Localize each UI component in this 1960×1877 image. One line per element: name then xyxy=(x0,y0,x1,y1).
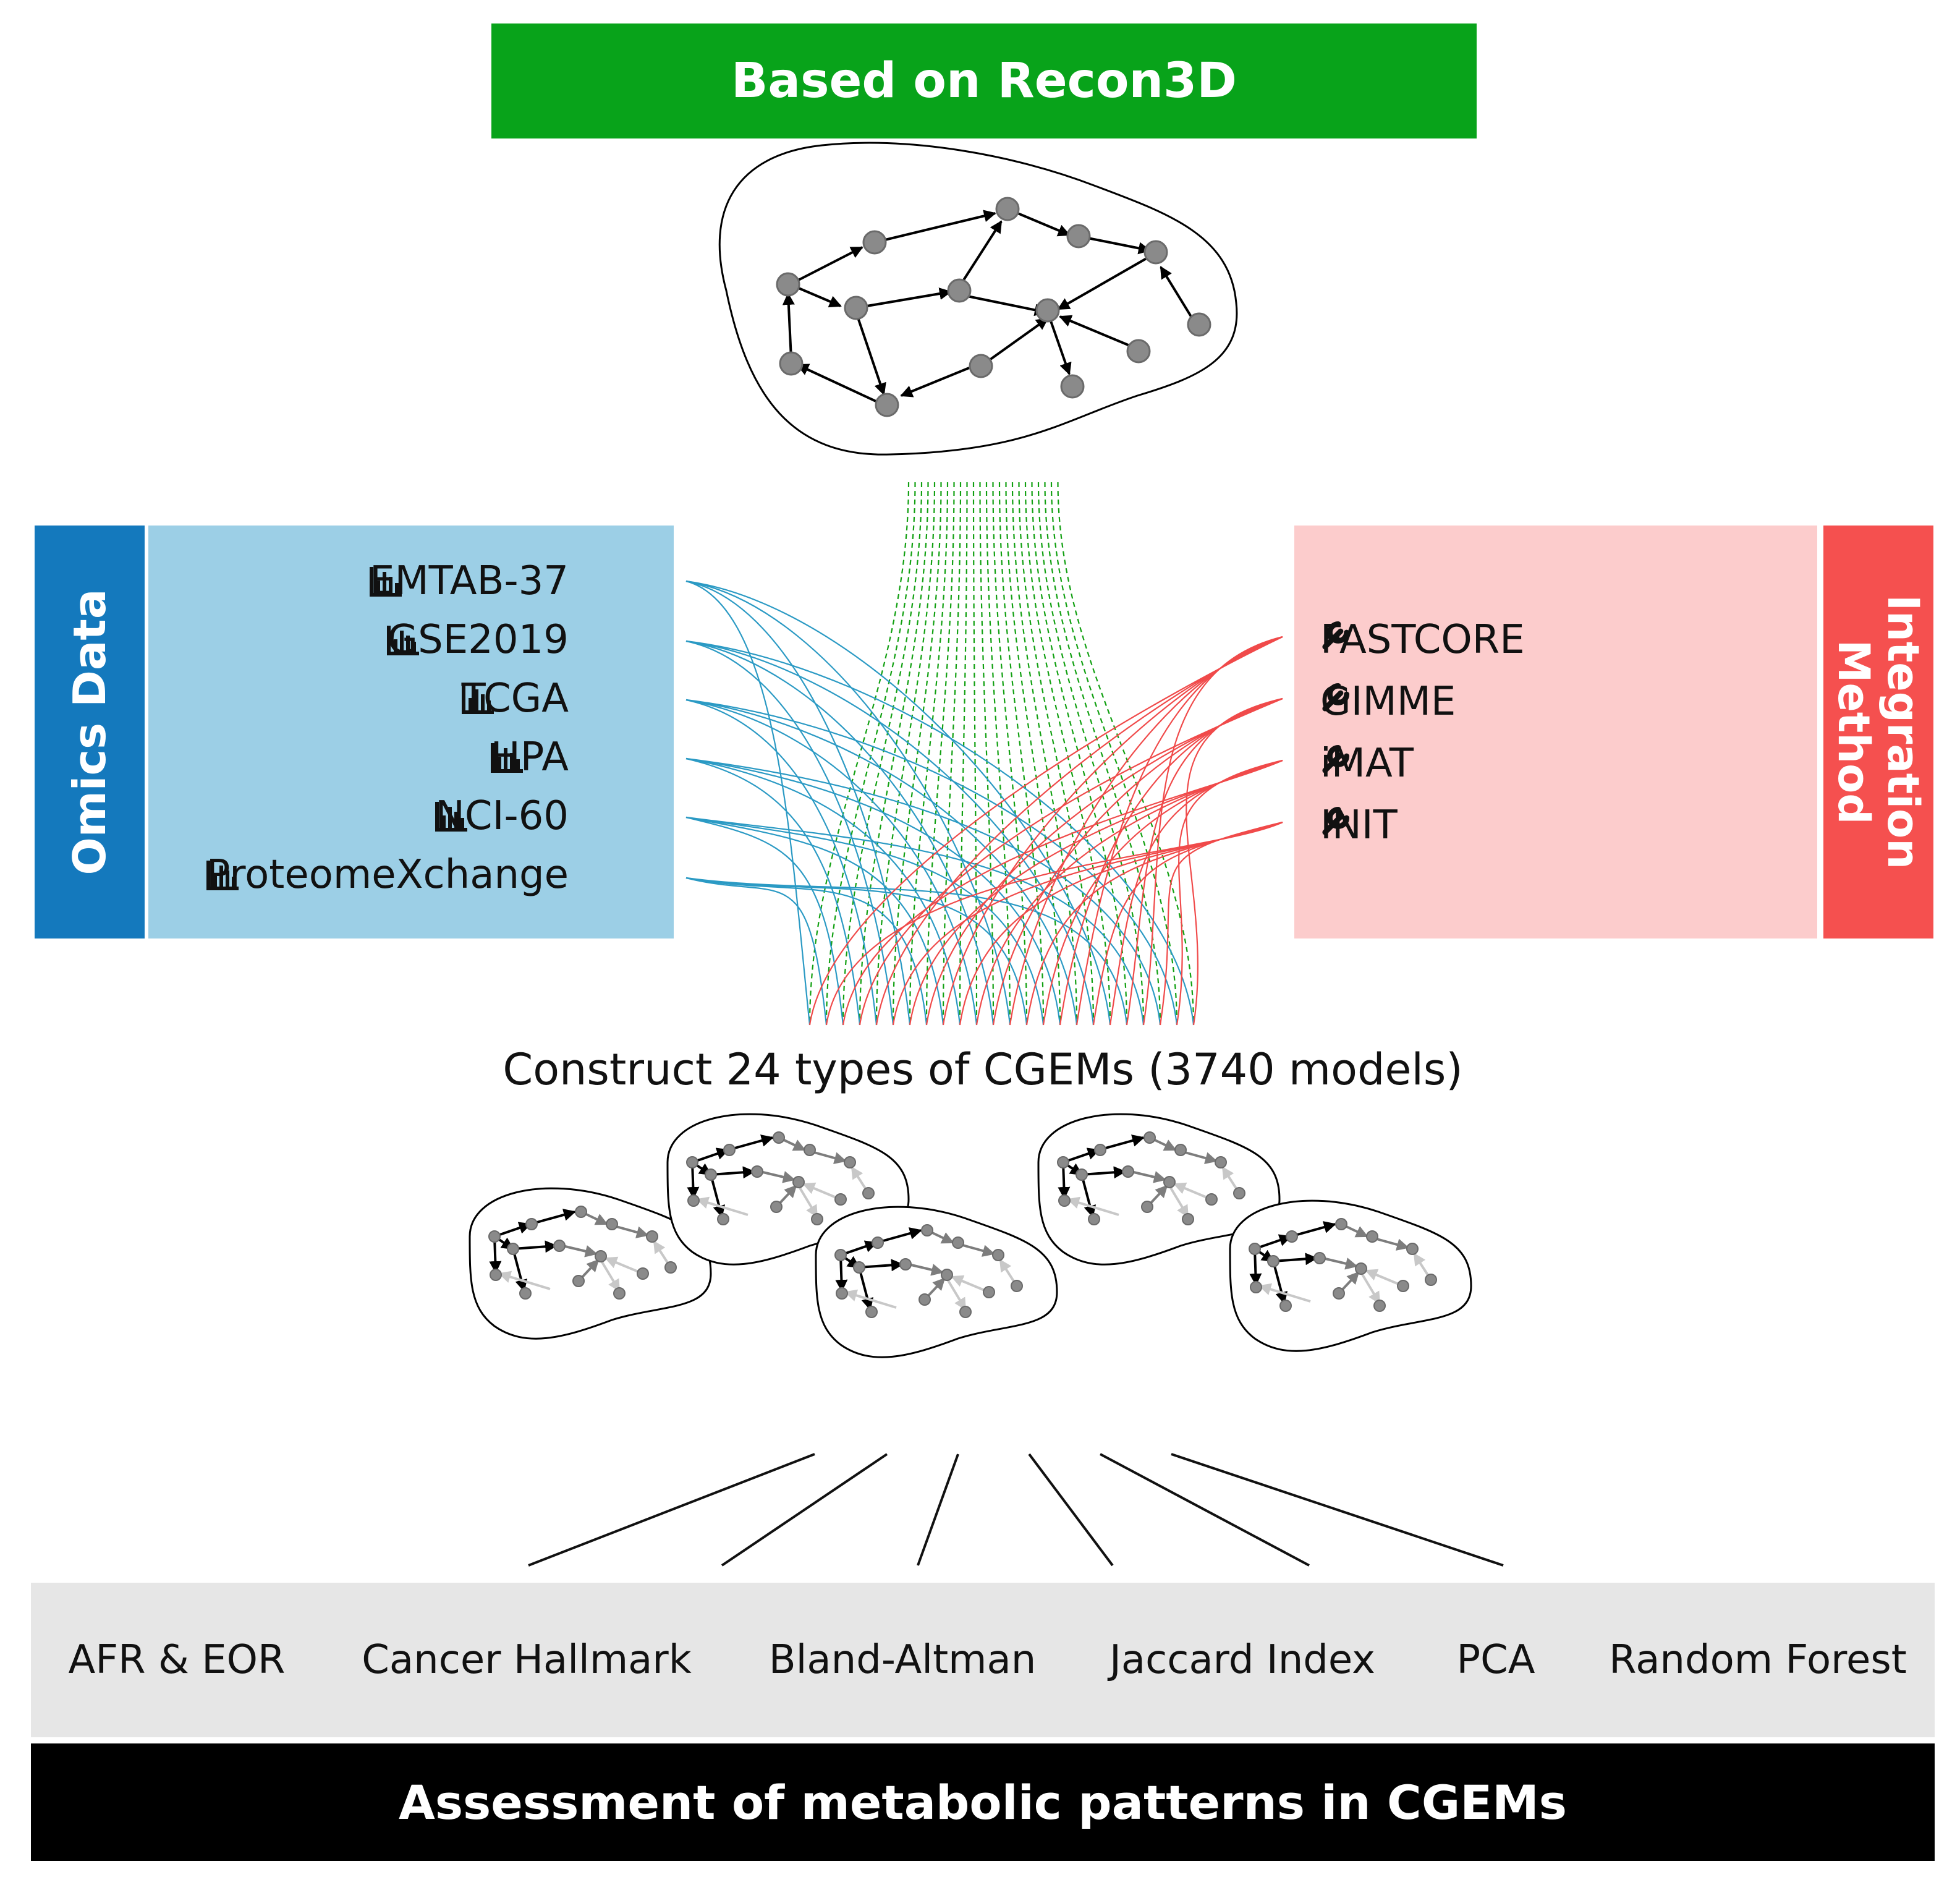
method-jaccard-index: Jaccard Index xyxy=(1109,1637,1376,1683)
omics-connection-lines xyxy=(685,580,1195,1026)
connection-line xyxy=(685,699,1078,1026)
integration-item-label: FASTCORE xyxy=(1320,617,1525,663)
integration-item-fastcore: FASTCORE xyxy=(1320,612,1525,668)
omics-item-emtab: EMTAB-37 xyxy=(370,553,569,609)
integration-item-gimme: GIMME xyxy=(1320,674,1456,730)
omics-data-panel: EMTAB-37 GSE2019 TCGA HPA NCI-60 Proteom… xyxy=(148,526,674,938)
integration-method-panel: FASTCORE GIMME iMAT INIT xyxy=(1294,526,1817,938)
bar-chart-icon xyxy=(206,861,239,890)
connection-line xyxy=(685,580,911,1026)
integration-item-imat: iMAT xyxy=(1320,736,1414,791)
recon3d-network xyxy=(718,142,1238,456)
connection-line xyxy=(685,816,944,1026)
connection-line xyxy=(1057,482,1195,1026)
connection-line xyxy=(1024,482,1111,1026)
omics-data-side-label-box: Omics Data xyxy=(35,526,145,938)
connection-line xyxy=(685,816,1145,1026)
cgem-model-networks xyxy=(470,1114,1471,1357)
connection-line xyxy=(685,580,1111,1026)
connection-line xyxy=(808,482,910,1026)
method-cancer-hallmark: Cancer Hallmark xyxy=(362,1637,692,1683)
cgem-model-network xyxy=(1230,1201,1471,1351)
omics-item-gse2019: GSE2019 xyxy=(387,612,569,668)
connection-line xyxy=(985,482,1011,1026)
method-bland-altman: Bland-Altman xyxy=(768,1637,1037,1683)
omics-item-proteomexchange: ProteomeXchange xyxy=(206,847,569,903)
connection-line xyxy=(685,640,1095,1026)
assessment-footer-label: Assessment of metabolic patterns in CGEM… xyxy=(399,1774,1567,1830)
bar-chart-icon xyxy=(435,802,468,832)
connection-line xyxy=(685,640,894,1026)
method-random-forest: Random Forest xyxy=(1609,1637,1907,1683)
connection-line xyxy=(1044,482,1161,1026)
connection-line xyxy=(685,757,1161,1026)
connection-line xyxy=(685,877,1028,1026)
connection-line xyxy=(1050,482,1178,1026)
construct-cgems-label: Construct 24 types of CGEMs (3740 models… xyxy=(503,1044,1463,1095)
bar-chart-icon xyxy=(370,567,402,597)
recon3d-banner-label: Based on Recon3D xyxy=(731,53,1237,109)
connection-line xyxy=(1159,821,1283,1026)
assessment-fan-lines xyxy=(528,1453,1504,1567)
assessment-footer: Assessment of metabolic patterns in CGEM… xyxy=(31,1743,1935,1861)
connection-line xyxy=(1037,482,1145,1026)
method-pca: PCA xyxy=(1456,1637,1535,1683)
recon3d-banner: Based on Recon3D xyxy=(491,23,1477,138)
connection-line xyxy=(685,580,1011,1026)
connection-line xyxy=(1176,759,1283,1026)
wrench-icon xyxy=(1322,807,1349,835)
connection-line xyxy=(685,757,861,1026)
connection-line xyxy=(1142,636,1283,1026)
connection-line xyxy=(959,482,968,1026)
omics-item-hpa: HPA xyxy=(490,730,569,785)
connection-line xyxy=(925,482,955,1026)
integration-method-side-label-box: Integration Method xyxy=(1823,526,1933,938)
connection-line xyxy=(1186,697,1283,1026)
connection-line xyxy=(685,640,1195,1026)
omics-item-label: EMTAB-37 xyxy=(370,558,569,604)
connection-line xyxy=(1109,759,1283,1026)
assessment-methods-bar: AFR & EOR Cancer Hallmark Bland-Altman J… xyxy=(31,1583,1935,1737)
integration-item-init: INIT xyxy=(1320,798,1398,853)
connection-line xyxy=(685,699,1178,1026)
connection-line xyxy=(842,759,1283,1026)
connection-line xyxy=(685,580,811,1026)
connection-line xyxy=(859,697,1283,1026)
connection-line xyxy=(685,699,978,1026)
omics-item-nci60: NCI-60 xyxy=(435,788,569,844)
cgem-model-network xyxy=(816,1207,1057,1357)
connection-line xyxy=(685,757,961,1026)
bar-chart-icon xyxy=(387,626,420,655)
wrench-icon xyxy=(1322,621,1349,650)
wrench-icon xyxy=(1322,745,1349,773)
bar-chart-icon xyxy=(461,684,494,714)
connection-line xyxy=(685,699,878,1026)
connection-line xyxy=(685,877,928,1026)
connection-line xyxy=(1031,482,1128,1026)
bar-chart-icon xyxy=(490,743,523,773)
omics-item-tcga: TCGA xyxy=(461,671,569,726)
connection-line xyxy=(685,816,1045,1026)
connection-line xyxy=(992,482,1028,1026)
connection-line xyxy=(685,640,995,1026)
integration-connection-lines xyxy=(808,636,1283,1026)
connection-line xyxy=(1009,636,1283,1026)
connection-line xyxy=(979,482,995,1026)
omics-item-label: ProteomeXchange xyxy=(206,852,569,898)
wrench-icon xyxy=(1322,683,1349,712)
connection-line xyxy=(685,877,828,1026)
connection-line xyxy=(685,757,1061,1026)
method-afr-eor: AFR & EOR xyxy=(68,1637,286,1683)
